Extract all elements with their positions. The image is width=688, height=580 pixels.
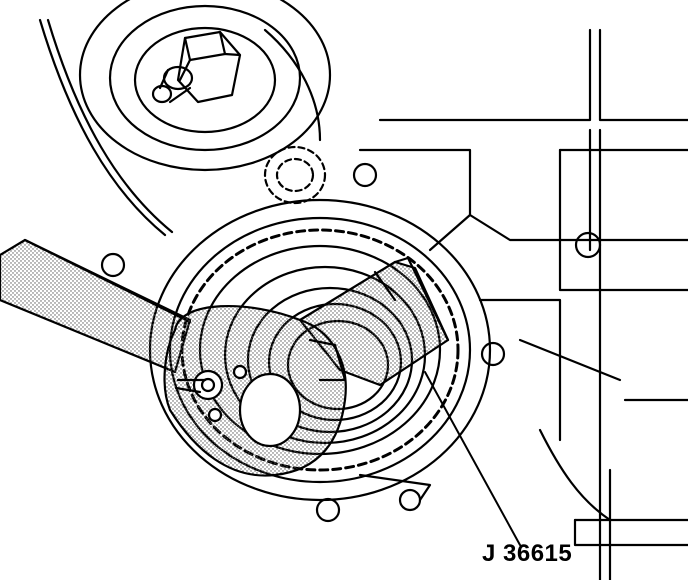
tool-callout-label: J 36615 (482, 540, 573, 567)
pulley (78, 0, 332, 172)
callout-leader-line (424, 371, 521, 546)
breaker-bar-handle (0, 238, 192, 374)
ratchet-head (163, 304, 347, 477)
idler-pulley-hidden (263, 145, 327, 205)
engine-housing (38, 18, 688, 580)
hex-bolt (151, 30, 242, 104)
